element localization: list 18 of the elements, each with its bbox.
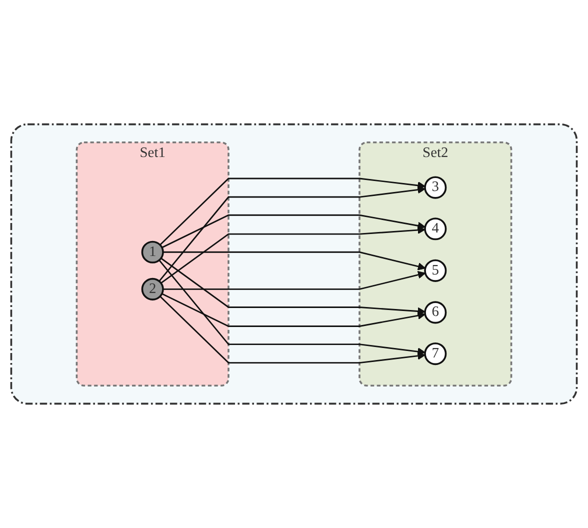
node-circle: 2 <box>141 278 164 300</box>
node-circle: 4 <box>424 218 447 240</box>
arrow <box>158 186 426 282</box>
arrow <box>163 251 426 270</box>
arrow <box>160 178 426 246</box>
node-circle: 3 <box>424 176 447 199</box>
node-circle: 5 <box>424 259 447 282</box>
arrow <box>162 214 426 248</box>
node-circle: 7 <box>424 342 447 366</box>
node-circle: 1 <box>141 240 164 264</box>
arrow <box>160 296 426 364</box>
cluster <box>10 123 578 405</box>
arrow <box>163 270 426 290</box>
arrow <box>162 293 426 327</box>
arrow <box>158 260 426 356</box>
arrow <box>160 226 426 284</box>
node-circle: 6 <box>424 301 447 324</box>
arrow <box>160 258 426 316</box>
